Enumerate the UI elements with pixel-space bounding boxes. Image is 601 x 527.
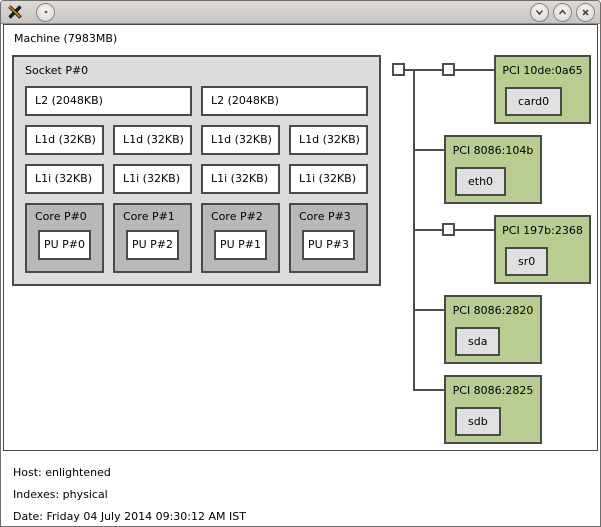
lstopo-app-icon: [8, 5, 22, 19]
pci-box-8086-2825: PCI 8086:2825 sdb: [444, 375, 542, 444]
socket-label: Socket P#0: [25, 64, 89, 77]
minimize-button[interactable]: [530, 2, 549, 22]
host-bridge-square: [392, 63, 405, 76]
legend-indexes: Indexes: physical: [13, 488, 108, 501]
pci-label: PCI 8086:104b: [452, 144, 534, 157]
l2-cache-row: L2 (2048KB) L2 (2048KB): [25, 86, 368, 116]
machine-label: Machine (7983MB): [14, 32, 118, 45]
machine-box: Machine (7983MB) Socket P#0 L2 (2048KB) …: [3, 24, 598, 451]
core-box: Core P#2 PU P#1: [201, 203, 280, 273]
pci-box-197b-2368: PCI 197b:2368 sr0: [494, 215, 591, 284]
pci-label: PCI 8086:2825: [452, 384, 534, 397]
core-row: Core P#0 PU P#0 Core P#1 PU P#2 Core P#2…: [25, 203, 368, 273]
core-box: Core P#0 PU P#0: [25, 203, 104, 273]
core-label: Core P#2: [211, 210, 263, 223]
pu-box: PU P#3: [302, 230, 355, 260]
close-x-icon: [582, 8, 589, 16]
l1i-cache-row: L1i (32KB) L1i (32KB) L1i (32KB) L1i (32…: [25, 164, 368, 194]
core-label: Core P#3: [299, 210, 351, 223]
socket-box: Socket P#0 L2 (2048KB) L2 (2048KB) L1d (…: [12, 55, 381, 286]
pci-label: PCI 10de:0a65: [502, 64, 583, 77]
os-device-box: eth0: [455, 167, 507, 196]
maximize-button[interactable]: [553, 2, 572, 22]
core-box: Core P#1 PU P#2: [113, 203, 192, 273]
window-menu-button[interactable]: [36, 2, 55, 22]
legend-date: Date: Friday 04 July 2014 09:30:12 AM IS…: [13, 510, 246, 523]
core-label: Core P#0: [35, 210, 87, 223]
pu-box: PU P#2: [126, 230, 179, 260]
legend-host: Host: enlightened: [13, 466, 111, 479]
close-button[interactable]: [576, 2, 595, 22]
title-bar[interactable]: [1, 1, 600, 24]
pci-bridge-square: [442, 63, 455, 76]
pci-box-8086-2820: PCI 8086:2820 sda: [444, 295, 542, 364]
pci-tree-branch: [413, 309, 446, 311]
window-menu-dot-icon: [44, 10, 47, 14]
l1d-cache-box: L1d (32KB): [113, 125, 192, 155]
core-label: Core P#1: [123, 210, 175, 223]
l2-cache-box: L2 (2048KB): [201, 86, 368, 116]
l1i-cache-box: L1i (32KB): [113, 164, 192, 194]
pci-bridge-square: [442, 223, 455, 236]
pci-label: PCI 8086:2820: [452, 304, 534, 317]
os-device-box: sr0: [505, 247, 549, 276]
os-device-box: sda: [455, 327, 501, 356]
pci-label: PCI 197b:2368: [502, 224, 583, 237]
pci-box-10de-0a65: PCI 10de:0a65 card0: [494, 55, 591, 124]
l2-cache-box: L2 (2048KB): [25, 86, 192, 116]
pu-box: PU P#0: [38, 230, 91, 260]
l1d-cache-box: L1d (32KB): [201, 125, 280, 155]
chevron-down-icon: [535, 9, 544, 15]
pci-tree-branch: [413, 389, 446, 391]
os-device-box: card0: [505, 87, 563, 116]
legend: Host: enlightened Indexes: physical Date…: [1, 451, 600, 526]
l1d-cache-box: L1d (32KB): [25, 125, 104, 155]
core-box: Core P#3 PU P#3: [289, 203, 368, 273]
l1d-cache-box: L1d (32KB): [289, 125, 368, 155]
pu-box: PU P#1: [214, 230, 267, 260]
l1i-cache-box: L1i (32KB): [25, 164, 104, 194]
pci-tree-branch: [413, 149, 446, 151]
os-device-box: sdb: [455, 407, 501, 436]
pci-box-8086-104b: PCI 8086:104b eth0: [444, 135, 542, 204]
l1i-cache-box: L1i (32KB): [201, 164, 280, 194]
l1d-cache-row: L1d (32KB) L1d (32KB) L1d (32KB) L1d (32…: [25, 125, 368, 155]
l1i-cache-box: L1i (32KB): [289, 164, 368, 194]
chevron-up-icon: [558, 8, 567, 15]
